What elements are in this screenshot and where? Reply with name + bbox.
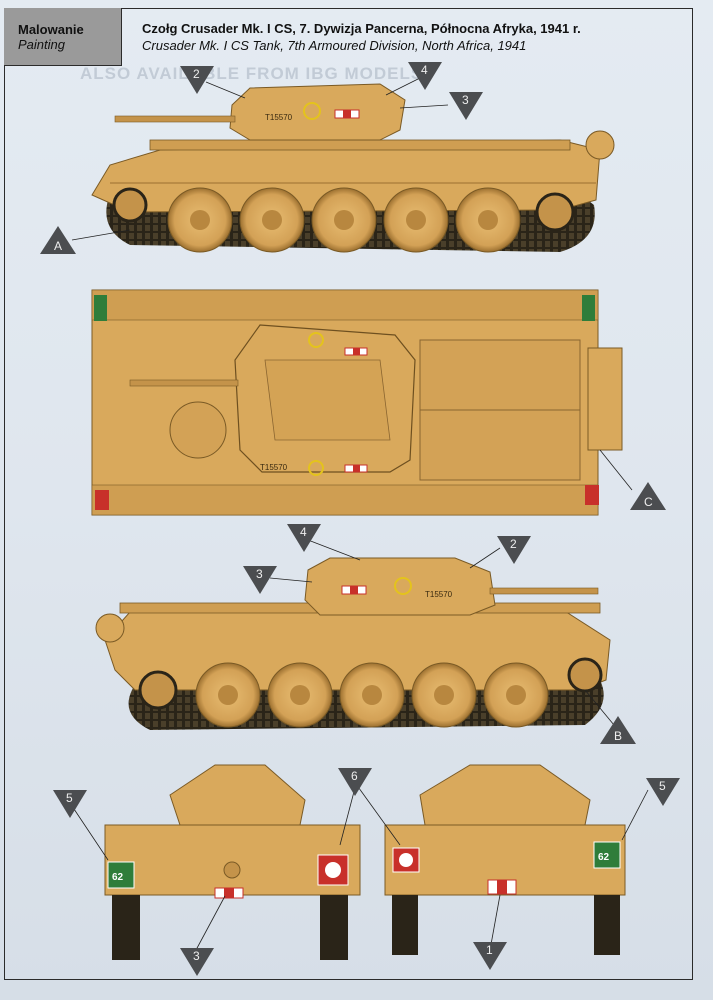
callout-1-bottom: 1 — [473, 942, 507, 970]
turret-front — [169, 764, 306, 826]
rear-view: 62 — [384, 764, 626, 955]
svg-text:5: 5 — [659, 779, 666, 793]
caption-english: Crusader Mk. I CS Tank, 7th Armoured Div… — [142, 38, 527, 53]
leader-lines — [71, 77, 649, 951]
driver-hatch — [169, 401, 227, 459]
svg-text:C: C — [644, 495, 653, 509]
side-view-right: T15570 — [91, 83, 615, 253]
track-front-left — [112, 895, 140, 960]
svg-text:2: 2 — [193, 67, 200, 81]
formation-sign-right — [585, 485, 599, 505]
track-rear-left — [392, 895, 418, 955]
callout-3-bottom: 3 — [180, 948, 214, 976]
header-title-pl: Malowanie — [18, 22, 84, 37]
top-view: T15570 — [91, 289, 623, 516]
gun-barrel-right — [114, 115, 236, 123]
road-wheels-right — [112, 187, 575, 253]
svg-text:5: 5 — [66, 791, 73, 805]
svg-text:3: 3 — [462, 93, 469, 107]
svg-text:4: 4 — [421, 63, 428, 77]
svg-text:A: A — [54, 239, 62, 253]
callout-4-mid: 4 — [287, 524, 321, 552]
callout-5-right: 5 — [646, 778, 680, 806]
tactical-plate-top-left — [94, 295, 107, 321]
callout-3-mid: 3 — [243, 566, 277, 594]
yellow-circle-top-b — [308, 460, 324, 476]
tactical-plate-front — [107, 861, 135, 889]
track-rear-right — [594, 895, 620, 955]
tactical-number-front: 62 — [112, 872, 124, 883]
tactical-number-rear: 62 — [598, 852, 610, 863]
side-view-left: T15570 — [95, 557, 611, 730]
svg-text:4: 4 — [300, 525, 307, 539]
callout-b: B — [600, 716, 636, 744]
yellow-circle-marking — [303, 102, 321, 120]
turret-left — [304, 557, 496, 616]
callout-5-left: 5 — [53, 790, 87, 818]
painting-header-box: Malowanie Painting — [4, 8, 122, 66]
callout-2-mid: 2 — [497, 536, 531, 564]
background-watermark-text: ALSO AVAILABLE FROM IBG MODELS — [80, 64, 424, 83]
track-guard-right — [149, 139, 571, 151]
callout-c: C — [630, 482, 666, 510]
callout-3-top: 3 — [449, 92, 483, 120]
page-frame — [4, 8, 693, 980]
gun-barrel-left — [489, 587, 599, 595]
svg-text:B: B — [614, 729, 622, 743]
rear-drum — [585, 130, 615, 160]
serial-number: T15570 — [265, 113, 293, 122]
svg-text:6: 6 — [351, 769, 358, 783]
tactical-plate-rear — [593, 841, 621, 869]
turret-rear — [419, 764, 591, 826]
caption-polish: Czołg Crusader Mk. I CS, 7. Dywizja Panc… — [142, 21, 581, 36]
front-view: 62 — [104, 764, 361, 960]
callout-6: 6 — [338, 768, 372, 796]
svg-text:2: 2 — [510, 537, 517, 551]
callout-4-top: 4 — [408, 62, 442, 90]
svg-text:1: 1 — [486, 943, 493, 957]
serial-number-top: T15570 — [260, 463, 288, 472]
header-title-en: Painting — [18, 37, 65, 52]
road-wheels-left — [138, 657, 603, 728]
rear-stowage-box — [587, 347, 623, 451]
callout-2-top: 2 — [180, 66, 214, 94]
svg-text:3: 3 — [256, 567, 263, 581]
yellow-circle-top-a — [308, 332, 324, 348]
vehicle-caption: Czołg Crusader Mk. I CS, 7. Dywizja Panc… — [142, 20, 682, 54]
formation-sign-left — [95, 490, 109, 510]
gun-barrel-top — [129, 379, 239, 387]
serial-number-left: T15570 — [425, 590, 453, 599]
svg-text:3: 3 — [193, 949, 200, 963]
tactical-plate-top-right — [582, 295, 595, 321]
callout-a: A — [40, 226, 76, 254]
track-front-right — [320, 895, 348, 960]
turret-right — [229, 83, 406, 141]
